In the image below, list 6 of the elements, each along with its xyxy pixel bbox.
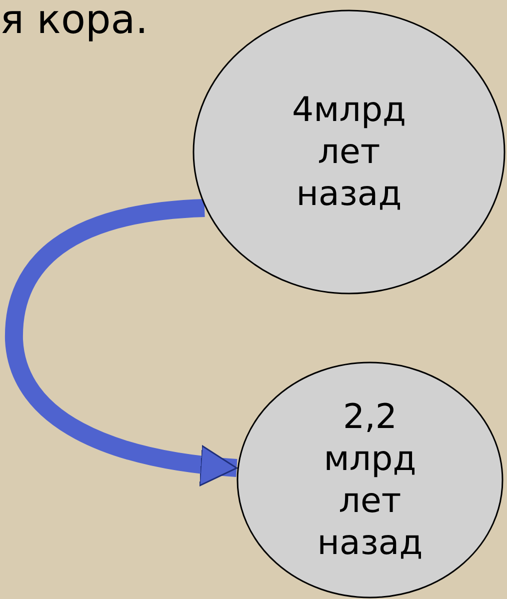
ellipse-node [236, 361, 504, 599]
node-text: 4млрд лет назад [290, 89, 408, 215]
heading-text: я кора. [0, 0, 148, 44]
ellipse-node [192, 9, 506, 295]
curved-arrow [5, 199, 238, 486]
node-text: 2,2 млрд лет назад [316, 396, 424, 564]
